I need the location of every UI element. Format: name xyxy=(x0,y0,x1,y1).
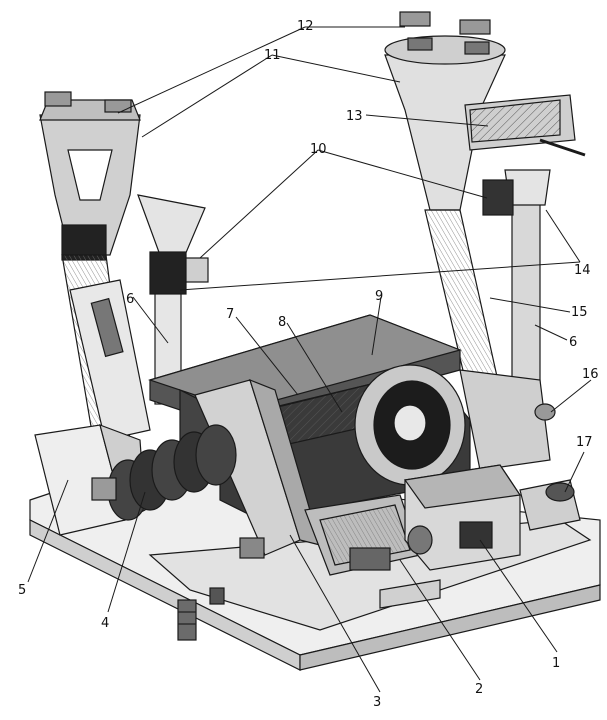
drive-motor xyxy=(403,464,522,571)
left-cyclone xyxy=(39,91,151,451)
label-8: 8 xyxy=(278,315,286,330)
label-16: 16 xyxy=(582,367,599,382)
label-13: 13 xyxy=(346,109,363,124)
label-6-right: 6 xyxy=(569,335,577,350)
label-10: 10 xyxy=(310,142,327,157)
label-7: 7 xyxy=(226,307,234,322)
bearing-frame xyxy=(194,378,321,559)
label-2: 2 xyxy=(475,682,483,697)
gearbox xyxy=(304,494,421,576)
classifier-unit xyxy=(464,94,586,157)
label-12: 12 xyxy=(297,19,314,34)
outlet-end xyxy=(459,369,556,471)
base-bolt-weight xyxy=(177,599,197,641)
label-17: 17 xyxy=(576,435,593,450)
label-1: 1 xyxy=(552,656,560,671)
leader-lines xyxy=(27,26,592,693)
label-14: 14 xyxy=(574,263,591,278)
label-5: 5 xyxy=(18,583,26,598)
label-3: 3 xyxy=(373,695,381,710)
callout-labels: 1 2 3 4 5 6 6 7 8 9 10 11 12 13 14 15 16… xyxy=(18,19,599,710)
label-11: 11 xyxy=(264,48,281,63)
label-15: 15 xyxy=(571,305,588,320)
label-6-left: 6 xyxy=(126,292,134,307)
drive-coupling xyxy=(519,479,581,531)
label-9: 9 xyxy=(375,289,383,304)
label-4: 4 xyxy=(101,616,109,631)
right-cyclone xyxy=(384,11,551,401)
